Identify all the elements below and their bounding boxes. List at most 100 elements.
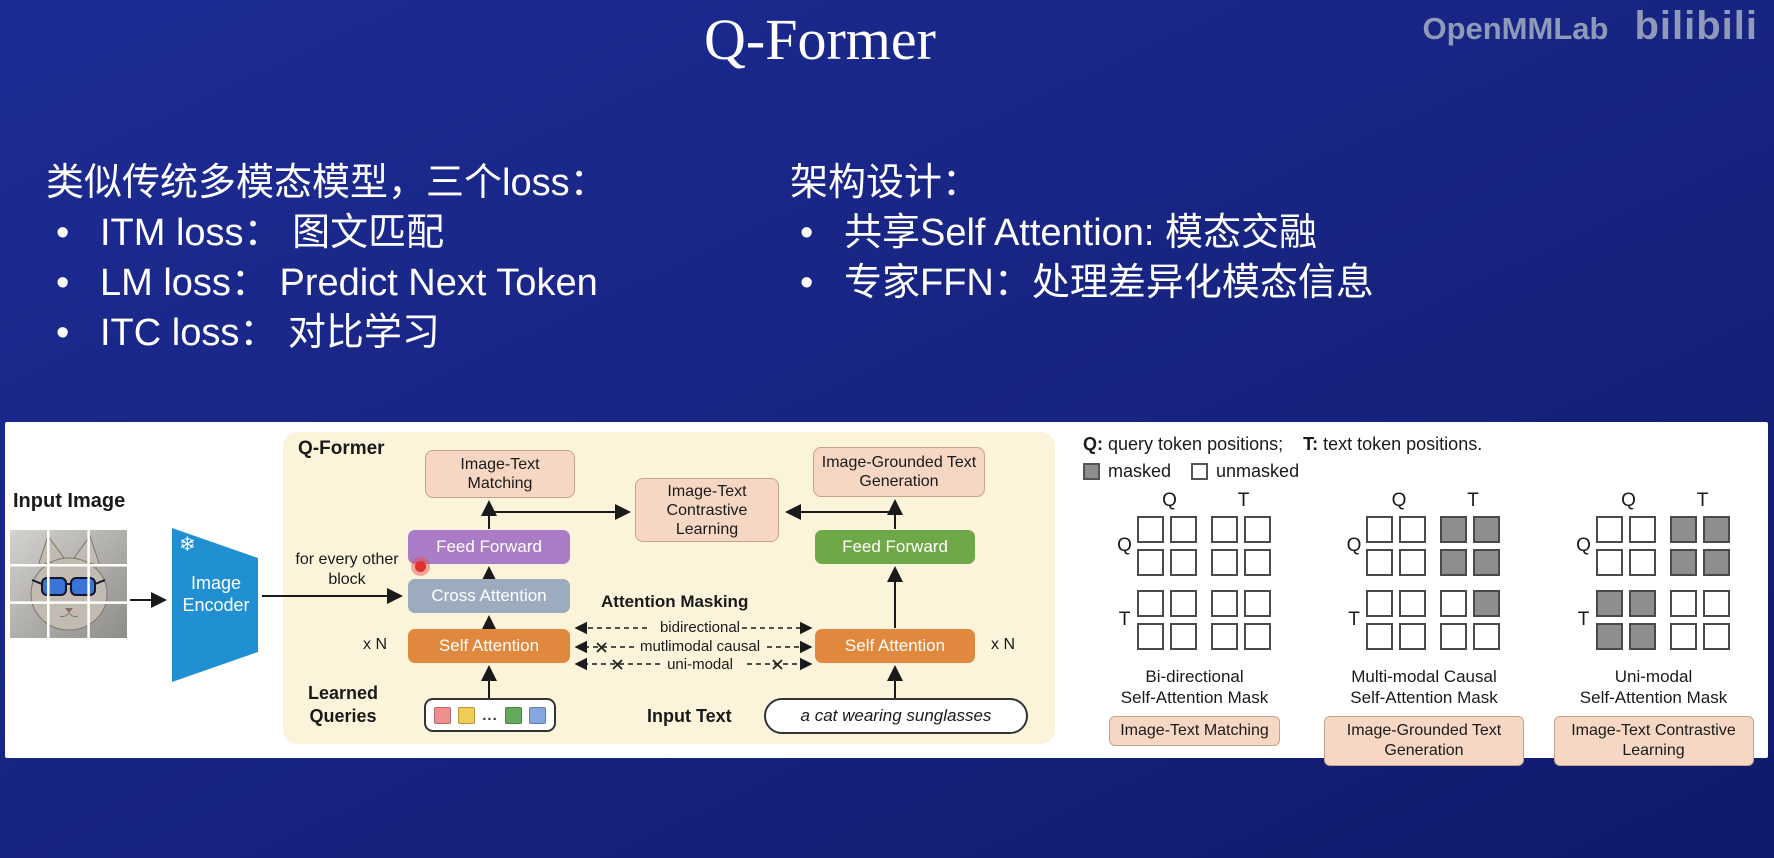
openmmlab-logo: OpenMMLab	[1422, 11, 1609, 46]
unmasked-cell	[1628, 549, 1656, 576]
masked-cell	[1473, 516, 1500, 543]
unmasked-cell	[1399, 549, 1426, 576]
masked-cell	[1440, 516, 1467, 543]
loss-chip-itc: Image-Text Contrastive Learning	[1553, 716, 1754, 766]
laser-pointer-dot	[415, 561, 426, 572]
unmasked-cell	[1169, 590, 1197, 617]
col-header-t: T	[1237, 490, 1250, 511]
unmasked-cell	[1169, 549, 1197, 576]
row-header-t: T	[1577, 609, 1590, 630]
col-header-q: Q	[1621, 490, 1636, 511]
mask-row-bidirectional: bidirectional	[659, 619, 741, 636]
query-token-square	[458, 706, 476, 724]
mask-row-multimodal-causal: mutlimodal causal	[639, 637, 761, 655]
unmasked-cell	[1702, 623, 1730, 650]
right-text-block: 架构设计： • 共享Self Attention: 模态交融 • 专家FFN：处…	[790, 158, 1374, 308]
unmasked-cell	[1595, 549, 1623, 576]
masked-cell	[1702, 516, 1730, 543]
unmasked-cell	[1169, 516, 1197, 543]
qformer-label: Q-Former	[298, 438, 385, 459]
masked-cell	[1473, 590, 1500, 617]
bullet-text: LM loss： Predict Next Token	[100, 262, 598, 304]
left-text-block: 类似传统多模态模型，三个loss： • ITM loss： 图文匹配 • LM …	[46, 158, 608, 358]
learned-queries-tokens: ...	[424, 698, 556, 732]
bullet-item: • ITM loss： 图文匹配	[46, 208, 608, 258]
masked-cell	[1473, 549, 1500, 576]
row-headers: Q T	[1342, 516, 1366, 656]
bullet-item: • 专家FFN：处理差异化模态信息	[790, 258, 1374, 308]
attention-masking-rows: bidirectional mutlimodal causal uni-moda…	[603, 619, 797, 675]
bullet-dot: •	[56, 262, 70, 304]
masked-cell	[1595, 590, 1623, 617]
for-every-other-block-label: for every other block	[295, 551, 399, 588]
bullet-item: • LM loss： Predict Next Token	[46, 258, 608, 308]
feed-forward-left-box: Feed Forward	[408, 530, 570, 564]
unmasked-cell	[1243, 549, 1271, 576]
mask-grid	[1136, 516, 1277, 656]
row-headers: Q T	[1113, 516, 1137, 656]
row-headers: Q T	[1572, 516, 1596, 656]
masked-cell	[1595, 623, 1623, 650]
bullet-text: 共享Self Attention: 模态交融	[844, 212, 1318, 254]
image-text-matching-box: Image-Text Matching	[425, 450, 575, 498]
bullet-text: ITC loss： 对比学习	[100, 312, 440, 354]
masked-cell	[1702, 549, 1730, 576]
col-header-q: Q	[1391, 490, 1407, 511]
unmasked-cell	[1473, 623, 1500, 650]
unmasked-cell	[1399, 516, 1426, 543]
loss-chip-itm: Image-Text Matching	[1109, 716, 1280, 746]
bullet-dot: •	[800, 212, 814, 254]
self-attention-right-box: Self Attention	[815, 629, 975, 663]
legend-t-text: text token positions.	[1318, 434, 1483, 454]
query-token-square	[504, 706, 522, 724]
row-header-q: Q	[1117, 535, 1132, 556]
unmasked-cell	[1169, 623, 1197, 650]
mask-grid	[1366, 516, 1506, 656]
cross-attention-box: Cross Attention	[408, 579, 570, 613]
page-title: Q-Former	[704, 7, 936, 72]
left-heading: 类似传统多模态模型，三个loss：	[46, 162, 608, 204]
attention-mask-section: Q: query token positions;T: text token p…	[1083, 434, 1765, 766]
row-header-q: Q	[1346, 535, 1362, 556]
mask-row-unimodal: uni-modal	[667, 656, 733, 673]
unmasked-cell	[1366, 549, 1393, 576]
sunglasses-icon	[41, 577, 67, 596]
bullet-text: 专家FFN：处理差异化模态信息	[844, 262, 1374, 304]
loss-chip-itg: Image-Grounded Text Generation	[1324, 716, 1524, 766]
legend-q-text: query token positions;	[1103, 434, 1284, 454]
unmasked-cell	[1440, 590, 1467, 617]
right-heading: 架构设计：	[790, 162, 981, 204]
col-header-q: Q	[1162, 490, 1177, 511]
query-token-square	[528, 706, 546, 724]
mask-grid	[1595, 516, 1736, 656]
xn-left-label: x N	[363, 636, 387, 653]
masked-label: masked	[1108, 461, 1172, 481]
queries-ellipsis: ...	[482, 706, 498, 724]
unmasked-square-icon	[1191, 463, 1209, 480]
figure-panel: ❄ Image Encoder Input Image Q-Former for…	[5, 422, 1768, 766]
cat-image	[8, 528, 129, 640]
brand-area: OpenMMLab bilibili	[1422, 4, 1758, 49]
unmasked-cell	[1136, 516, 1164, 543]
legend-t: T:	[1303, 434, 1319, 454]
unmasked-cell	[1366, 516, 1393, 543]
col-header-t: T	[1467, 490, 1479, 511]
input-text-label: Input Text	[647, 706, 732, 726]
unmasked-cell	[1243, 516, 1271, 543]
mask-caption: Bi-directional Self-Attention Mask	[1120, 667, 1269, 707]
bullet-dot: •	[800, 262, 814, 304]
image-grounded-generation-box: Image-Grounded Text Generation	[813, 447, 985, 497]
masked-unmasked-legend: masked unmasked	[1083, 461, 1765, 482]
unmasked-cell	[1399, 590, 1426, 617]
unmasked-cell	[1136, 590, 1164, 617]
row-header-t: T	[1348, 609, 1360, 630]
masked-cell	[1440, 549, 1467, 576]
row-header-t: T	[1118, 609, 1131, 630]
attention-masking-title: Attention Masking	[601, 592, 749, 611]
